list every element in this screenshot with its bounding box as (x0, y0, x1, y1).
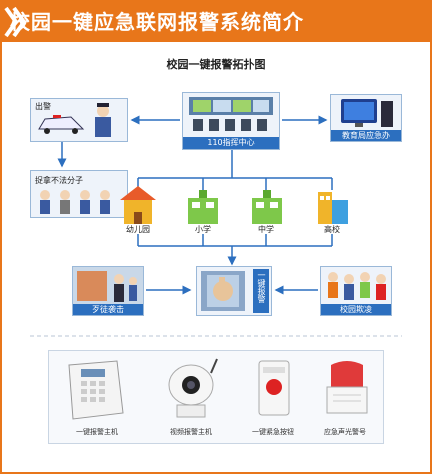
panic-button-label-text: 一键报警 (257, 271, 266, 303)
school-label-university: 高校 (324, 225, 340, 234)
siren-strobe-icon (326, 361, 368, 414)
attack-event-label: 歹徒袭击 (73, 304, 143, 315)
panic-button-icon (201, 271, 245, 311)
command-center-node: 110指挥中心 (182, 92, 280, 150)
page-title: 校园一键应急联网报警系统简介 (10, 10, 304, 34)
dispatch-node: 出警 (30, 98, 128, 142)
page-header: 校园一键应急联网报警系统简介 (2, 2, 430, 42)
command-center-label: 110指挥中心 (183, 137, 279, 149)
panic-button-node: 一键报警 (196, 266, 272, 316)
kindergarten-building-icon (120, 186, 156, 224)
computer-icon (341, 99, 393, 127)
device-label-alarm-host: 一键报警主机 (76, 428, 118, 436)
school-label-middle: 中学 (258, 225, 274, 234)
education-bureau-label: 教育局应急办 (331, 130, 401, 141)
video-alarm-camera-icon (168, 358, 218, 418)
alarm-host-icon (68, 360, 124, 420)
attack-event-node: 歹徒袭击 (72, 266, 144, 316)
university-building-icon (318, 192, 348, 224)
arrest-people-icon (40, 190, 110, 214)
school-label-kindergarten: 幼儿园 (126, 225, 150, 234)
device-label-siren: 应急声光警号 (324, 428, 366, 436)
panic-button-label: 一键报警 (253, 269, 269, 313)
arrest-label: 捉拿不法分子 (35, 176, 83, 185)
arrest-node: 捉拿不法分子 (30, 170, 128, 218)
bullying-event-node: 校园欺凌 (320, 266, 392, 316)
diagram-title: 校园一键报警拓扑图 (166, 58, 266, 71)
bullying-event-label: 校园欺凌 (321, 304, 391, 315)
police-car-icon (38, 103, 111, 137)
attack-scene-icon (73, 267, 143, 305)
device-panel: 一键报警主机 视频报警主机 一键紧急按钮 应急声光警号 (48, 350, 384, 444)
monitor-wall-icon (189, 97, 273, 131)
emergency-button-icon (258, 360, 290, 416)
device-label-emergency-button: 一键紧急按钮 (252, 428, 294, 436)
middle-school-building-icon (252, 190, 282, 224)
education-bureau-node: 教育局应急办 (330, 94, 402, 142)
dispatch-label: 出警 (35, 102, 51, 111)
bullying-scene-icon (321, 267, 391, 305)
school-label-primary: 小学 (195, 225, 211, 234)
primary-school-building-icon (188, 190, 218, 224)
chevron-right-icon (4, 6, 27, 38)
device-label-video-alarm: 视频报警主机 (170, 428, 212, 436)
